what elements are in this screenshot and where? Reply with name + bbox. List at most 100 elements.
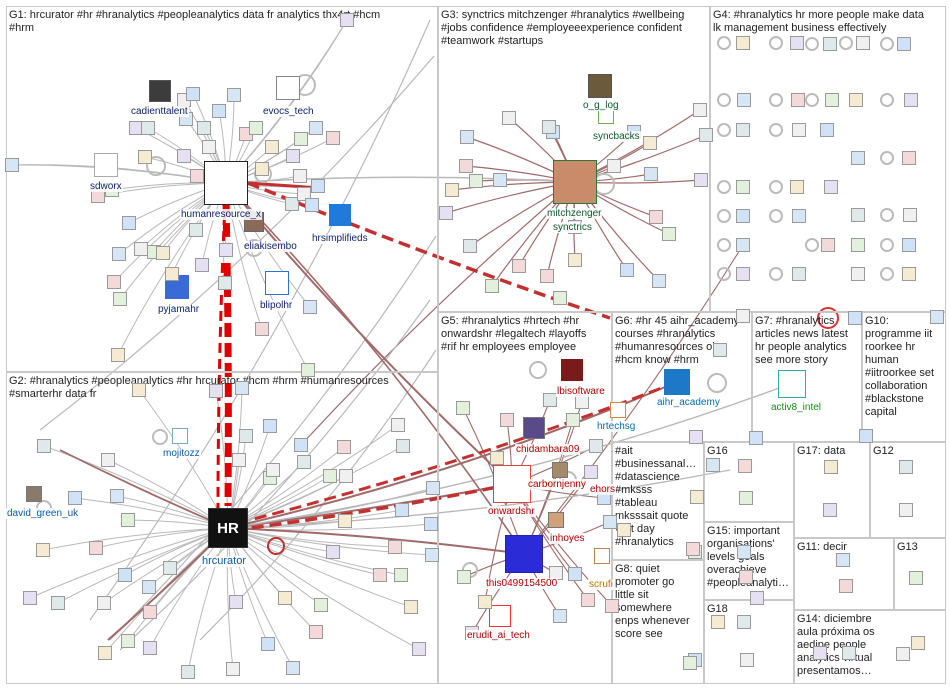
label-hrtechsg[interactable]: hrtechsg (596, 421, 637, 432)
account-avatar-node[interactable] (293, 169, 307, 183)
account-avatar-node[interactable] (339, 469, 353, 483)
label-mojitozz[interactable]: mojitozz (162, 448, 201, 459)
account-avatar-node[interactable] (649, 210, 663, 224)
node-humanresource-x[interactable] (204, 161, 248, 205)
label-inhoyes[interactable]: inhoyes (549, 533, 586, 544)
account-avatar-node[interactable] (107, 275, 121, 289)
account-avatar-node[interactable] (36, 543, 50, 557)
account-avatar-node[interactable] (98, 646, 112, 660)
account-avatar-node[interactable] (792, 209, 806, 223)
account-avatar-node[interactable] (824, 180, 838, 194)
account-avatar-node[interactable] (859, 429, 873, 443)
account-avatar-node[interactable] (445, 183, 459, 197)
account-avatar-node[interactable] (620, 263, 634, 277)
account-avatar-node[interactable] (686, 542, 700, 556)
label-hrcurator[interactable]: hrcurator (201, 555, 248, 567)
account-avatar-node[interactable] (391, 418, 405, 432)
account-avatar-node[interactable] (141, 121, 155, 135)
account-avatar-node[interactable] (739, 491, 753, 505)
account-avatar-node[interactable] (294, 438, 308, 452)
label-ehors[interactable]: ehors (589, 484, 617, 495)
account-avatar-node[interactable] (643, 136, 657, 150)
account-avatar-node[interactable] (478, 595, 492, 609)
account-avatar-node[interactable] (255, 322, 269, 336)
account-avatar-node[interactable] (644, 167, 658, 181)
account-avatar-node[interactable] (229, 595, 243, 609)
account-avatar-node[interactable] (218, 276, 232, 290)
account-avatar-node[interactable] (749, 431, 763, 445)
account-avatar-node[interactable] (553, 609, 567, 623)
account-avatar-node[interactable] (792, 123, 806, 137)
account-avatar-node[interactable] (899, 460, 913, 474)
account-avatar-node[interactable] (297, 455, 311, 469)
account-avatar-node[interactable] (404, 600, 418, 614)
account-avatar-node[interactable] (426, 481, 440, 495)
account-avatar-node[interactable] (736, 209, 750, 223)
account-avatar-node[interactable] (89, 541, 103, 555)
account-avatar-node[interactable] (603, 515, 617, 529)
account-avatar-node[interactable] (138, 150, 152, 164)
account-avatar-node[interactable] (736, 123, 750, 137)
account-avatar-node[interactable] (177, 149, 191, 163)
account-avatar-node[interactable] (500, 413, 514, 427)
account-avatar-node[interactable] (118, 568, 132, 582)
account-avatar-node[interactable] (226, 662, 240, 676)
node-hrtechsg[interactable] (610, 402, 626, 418)
label-humanresource-x[interactable]: humanresource_x (180, 209, 263, 220)
account-avatar-node[interactable] (790, 36, 804, 50)
account-avatar-node[interactable] (902, 267, 916, 281)
account-avatar-node[interactable] (278, 591, 292, 605)
account-avatar-node[interactable] (111, 348, 125, 362)
account-avatar-node[interactable] (388, 540, 402, 554)
label-synctrics[interactable]: synctrics (552, 222, 593, 233)
label-this0499154500[interactable]: this0499154500 (485, 578, 559, 589)
account-avatar-node[interactable] (121, 513, 135, 527)
account-avatar-node[interactable] (542, 120, 556, 134)
account-avatar-node[interactable] (512, 259, 526, 273)
account-avatar-node[interactable] (568, 253, 582, 267)
account-avatar-node[interactable] (737, 545, 751, 559)
account-avatar-node[interactable] (314, 598, 328, 612)
account-avatar-node[interactable] (121, 634, 135, 648)
account-avatar-node[interactable] (568, 567, 582, 581)
account-avatar-node[interactable] (896, 647, 910, 661)
node-blipolhr[interactable] (265, 271, 289, 295)
account-avatar-node[interactable] (690, 490, 704, 504)
account-avatar-node[interactable] (301, 363, 315, 377)
label-blipolhr[interactable]: blipolhr (259, 300, 294, 311)
account-avatar-node[interactable] (740, 653, 754, 667)
account-avatar-node[interactable] (836, 553, 850, 567)
account-avatar-node[interactable] (202, 140, 216, 154)
node-activ8-intel[interactable] (778, 370, 806, 398)
account-avatar-node[interactable] (37, 439, 51, 453)
node-mitchzenger[interactable] (553, 160, 597, 204)
label-aihr-academy[interactable]: aihr_academy (656, 397, 721, 408)
account-avatar-node[interactable] (581, 593, 595, 607)
account-avatar-node[interactable] (463, 239, 477, 253)
node-evocs-tech[interactable] (276, 76, 300, 100)
node-hrcurator[interactable]: HR (208, 508, 248, 548)
label-david-green-uk[interactable]: david_green_uk (6, 508, 80, 519)
label-carbornjenny[interactable]: carbornjenny (527, 479, 587, 490)
account-avatar-node[interactable] (286, 661, 300, 675)
account-avatar-node[interactable] (143, 641, 157, 655)
account-avatar-node[interactable] (821, 238, 835, 252)
account-avatar-node[interactable] (219, 243, 233, 257)
node-scrufi[interactable] (594, 548, 610, 564)
account-avatar-node[interactable] (823, 503, 837, 517)
account-avatar-node[interactable] (195, 258, 209, 272)
account-avatar-node[interactable] (297, 187, 311, 201)
account-avatar-node[interactable] (156, 246, 170, 260)
account-avatar-node[interactable] (165, 267, 179, 281)
account-avatar-node[interactable] (485, 279, 499, 293)
label-sdworx[interactable]: sdworx (89, 181, 123, 192)
account-avatar-node[interactable] (266, 463, 280, 477)
label-hrsimplifieds[interactable]: hrsimplifieds (311, 233, 369, 244)
account-avatar-node[interactable] (584, 465, 598, 479)
account-avatar-node[interactable] (212, 104, 226, 118)
account-avatar-node[interactable] (790, 180, 804, 194)
account-avatar-node[interactable] (699, 128, 713, 142)
account-avatar-node[interactable] (848, 311, 862, 325)
account-avatar-node[interactable] (337, 440, 351, 454)
account-avatar-node[interactable] (97, 596, 111, 610)
